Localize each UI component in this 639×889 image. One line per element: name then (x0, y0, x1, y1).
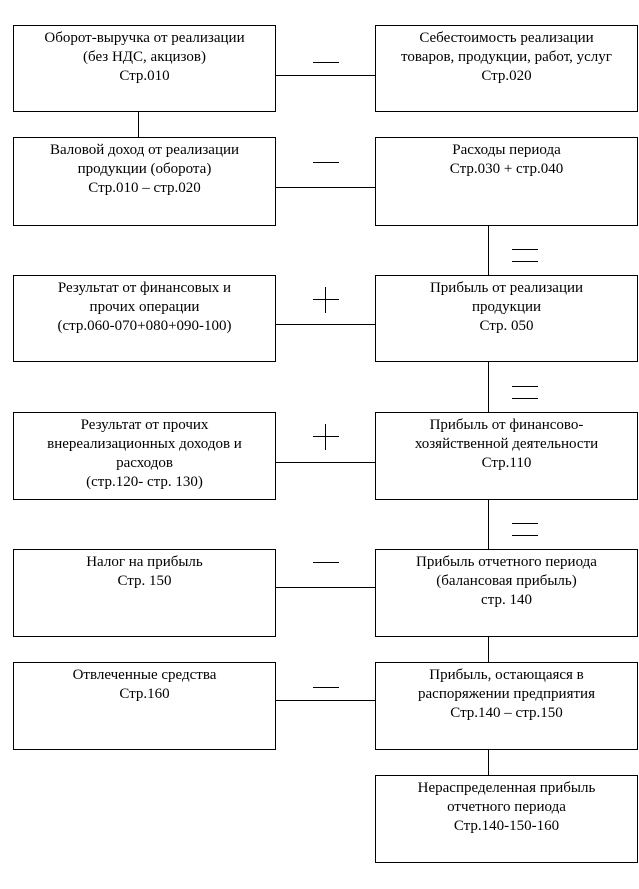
box-text-line: хозяйственной деятельности (414, 436, 599, 452)
box-text-line: (стр.120- стр. 130) (86, 474, 203, 490)
box-text-line: Результат от финансовых и (57, 280, 232, 296)
box-text-line: Стр.010 – стр.020 (88, 180, 201, 196)
box-period-expenses: Расходы периода Стр.030 + стр.040 (375, 137, 638, 226)
box-financial-result: Результат от финансовых и прочих операци… (13, 275, 276, 362)
minus-sign (313, 687, 339, 688)
connector-line (488, 225, 489, 275)
connector-line (488, 749, 489, 775)
box-text-line: Себестоимость реализации (419, 30, 594, 46)
box-text-line: Расходы периода (452, 142, 561, 158)
box-text-line: Прибыль от реализации (429, 280, 584, 296)
connector-line (138, 111, 139, 137)
box-text-line: продукции (471, 299, 542, 315)
minus-sign (313, 162, 339, 163)
box-text-line: Нераспределенная прибыль (417, 780, 596, 796)
box-text-line: Стр.110 (481, 455, 532, 471)
box-text-line: Налог на прибыль (86, 554, 203, 570)
box-text-line: Стр. 150 (117, 573, 172, 589)
box-text-line: отчетного периода (447, 799, 566, 815)
connector-line (275, 324, 375, 325)
box-text-line: расходов (116, 455, 173, 471)
box-gross-income: Валовой доход от реализации продукции (о… (13, 137, 276, 226)
box-text-line: Стр. 050 (479, 318, 534, 334)
box-retained-profit: Прибыль, остающаяся в распоряжении предп… (375, 662, 638, 750)
box-period-profit: Прибыль отчетного периода (балансовая пр… (375, 549, 638, 637)
connector-line (275, 700, 375, 701)
box-non-operating-result: Результат от прочих внереализационных до… (13, 412, 276, 500)
connector-line (488, 636, 489, 662)
minus-sign (313, 62, 339, 63)
box-cost-of-sales: Себестоимость реализации товаров, продук… (375, 25, 638, 112)
plus-sign (313, 424, 339, 450)
box-text-line: Прибыль, остающаяся в (429, 667, 584, 683)
box-text-line: Оборот-выручка от реализации (44, 30, 245, 46)
equals-sign (512, 386, 538, 400)
box-revenue: Оборот-выручка от реализации (без НДС, а… (13, 25, 276, 112)
connector-line (275, 75, 375, 76)
box-text-line: стр. 140 (481, 592, 532, 608)
box-sales-profit: Прибыль от реализации продукции Стр. 050 (375, 275, 638, 362)
box-text-line: прочих операции (89, 299, 200, 315)
box-text-line: Прибыль от финансово- (429, 417, 584, 433)
box-text-line: (стр.060-070+080+090-100) (57, 318, 232, 334)
connector-line (275, 587, 375, 588)
box-text-line: товаров, продукции, работ, услуг (401, 49, 612, 65)
connector-line (488, 361, 489, 412)
box-text-line: Стр.140 – стр.150 (450, 705, 563, 721)
box-text-line: (балансовая прибыль) (436, 573, 577, 589)
box-text-line: Стр.140-150-160 (453, 818, 560, 834)
box-text-line: распоряжении предприятия (418, 686, 595, 702)
box-text-line: Стр.010 (119, 68, 170, 84)
box-profit-tax: Налог на прибыль Стр. 150 (13, 549, 276, 637)
connector-line (275, 462, 375, 463)
box-text-line: Результат от прочих (80, 417, 209, 433)
minus-sign (313, 562, 339, 563)
box-text-line: Стр.030 + стр.040 (449, 161, 564, 177)
box-text-line: Прибыль отчетного периода (416, 554, 597, 570)
box-text-line: (без НДС, акцизов) (83, 49, 206, 65)
equals-sign (512, 249, 538, 263)
box-operating-profit: Прибыль от финансово- хозяйственной деят… (375, 412, 638, 500)
equals-sign (512, 523, 538, 537)
box-text-line: Стр.160 (119, 686, 170, 702)
connector-line (275, 187, 375, 188)
box-diverted-funds: Отвлеченные средства Стр.160 (13, 662, 276, 750)
plus-sign (313, 287, 339, 313)
box-text-line: продукции (оборота) (77, 161, 212, 177)
box-text-line: Стр.020 (481, 68, 532, 84)
box-text-line: внереализационных доходов и (47, 436, 242, 452)
box-text-line: Валовой доход от реализации (49, 142, 240, 158)
box-text-line: Отвлеченные средства (72, 667, 217, 683)
connector-line (488, 499, 489, 549)
box-undistributed-profit: Нераспределенная прибыль отчетного перио… (375, 775, 638, 863)
